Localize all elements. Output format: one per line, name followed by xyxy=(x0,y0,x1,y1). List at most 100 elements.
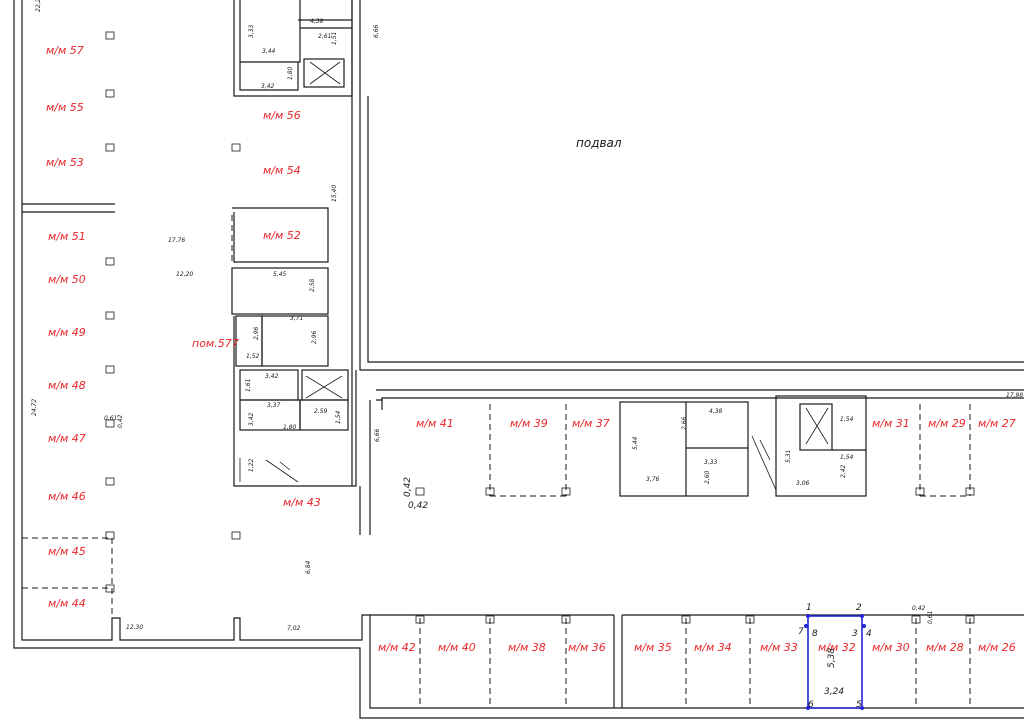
dimension-label: 0,42 xyxy=(408,501,428,511)
dimension-label: 0,42 xyxy=(403,477,413,497)
dimension-label: 1,80 xyxy=(287,66,294,80)
dimension-label: 3,71 xyxy=(290,315,303,322)
parking-space-label: м/м 31 xyxy=(872,417,910,430)
parking-space-label: м/м 28 xyxy=(926,641,964,654)
parking-space-label: м/м 45 xyxy=(48,545,86,558)
dimension-label: 5,31 xyxy=(785,450,792,463)
parking-space-label: м/м 37 xyxy=(572,417,610,430)
parking-space-label: м/м 47 xyxy=(48,432,86,445)
dimension-label: 2,96 xyxy=(311,330,318,344)
selection-point-label: 8 xyxy=(812,629,818,639)
walls-left-bays xyxy=(22,537,113,618)
parking-space-label: м/м 35 xyxy=(634,641,672,654)
parking-space-label: м/м 34 xyxy=(694,641,732,654)
parking-space-labels: м/м 57 м/м 55 м/м 53 м/м 56 м/м 54 м/м 51 м/м … xyxy=(46,44,1016,654)
walls-left-block xyxy=(13,0,1024,719)
dimension-label: 3,42 xyxy=(265,373,279,380)
dimension-label: 1,80 xyxy=(283,424,297,431)
dimension-label: 5,44 xyxy=(632,436,639,450)
basement-label: подвал xyxy=(576,136,622,150)
selection-point-label: 3 xyxy=(852,629,858,639)
dimension-label: 24,72 xyxy=(31,399,38,416)
walls-bottom-row xyxy=(370,614,1024,708)
parking-space-label: м/м 51 xyxy=(48,230,86,243)
parking-space-label: м/м 52 xyxy=(263,229,301,242)
parking-space-label: м/м 36 xyxy=(568,641,606,654)
dimension-label: 1,54 xyxy=(840,454,854,461)
dimension-label: 12,30 xyxy=(126,624,143,631)
parking-space-label: м/м 49 xyxy=(48,326,86,339)
dimension-label: 3,24 xyxy=(824,687,844,697)
walls-basement xyxy=(359,86,1024,410)
selection-point-label: 5 xyxy=(856,700,862,710)
walls-middle-row xyxy=(489,395,971,497)
parking-space-label: м/м 43 xyxy=(283,496,321,509)
parking-space-label: м/м 57 xyxy=(46,44,84,57)
parking-space-label: м/м 40 xyxy=(438,641,476,654)
selected-space-outline[interactable] xyxy=(804,614,866,710)
selection-point-label: 7 xyxy=(798,627,804,637)
dimension-label: 7,02 xyxy=(287,625,301,632)
dimension-label: 1,54 xyxy=(335,410,342,424)
dimension-label: 2,66 xyxy=(681,416,688,430)
parking-space-label: м/м 50 xyxy=(48,273,86,286)
parking-space-label: м/м 29 xyxy=(928,417,966,430)
dimension-label: 0,61 xyxy=(927,611,934,624)
dimension-label: 17,76 xyxy=(168,237,185,244)
dimension-label: 1,52 xyxy=(246,353,260,360)
dimension-label: 6,66 xyxy=(374,428,381,442)
dimension-label: 2,61 xyxy=(318,33,331,40)
dimension-label: 1,54 xyxy=(840,416,854,423)
dimension-label: 3,76 xyxy=(646,476,660,483)
parking-space-label: м/м 26 xyxy=(978,641,1016,654)
dimension-label: 1,61 xyxy=(245,379,252,392)
dimension-label: 3,33 xyxy=(248,24,255,38)
dimension-label: 6,66 xyxy=(373,24,380,38)
dimension-label: 17,98 xyxy=(1006,392,1023,399)
dimension-label: 4,38 xyxy=(310,18,324,25)
dimension-label: 0,42 xyxy=(912,605,926,612)
parking-space-label: м/м 56 xyxy=(263,109,301,122)
parking-space-label: м/м 32 xyxy=(818,641,856,654)
dimension-label: 4,38 xyxy=(709,408,723,415)
dimension-label: 3,42 xyxy=(248,412,255,426)
parking-space-label: м/м 30 xyxy=(872,641,910,654)
parking-space-label: м/м 55 xyxy=(46,101,84,114)
dimension-label: 2,60 xyxy=(704,470,711,484)
parking-space-label: м/м 38 xyxy=(508,641,546,654)
dimension-label: 2,42 xyxy=(840,464,847,478)
dimension-label: 22,2 xyxy=(35,0,42,12)
parking-space-label: м/м 41 xyxy=(416,417,454,430)
dimension-label: 3,33 xyxy=(704,459,718,466)
parking-space-label: м/м 44 xyxy=(48,597,86,610)
dimension-label: 15,40 xyxy=(331,185,338,202)
dimension-label: 0,42 xyxy=(117,414,124,428)
dimension-label: 2,58 xyxy=(309,278,316,292)
selection-point-label: 2 xyxy=(856,603,862,613)
dimension-label: 2,59 xyxy=(314,408,328,415)
dimension-label: 3,42 xyxy=(261,83,275,90)
dimension-label: 1,22 xyxy=(248,458,255,472)
parking-space-label: м/м 54 xyxy=(263,164,301,177)
selection-point-label: 1 xyxy=(806,603,812,613)
dimension-label: 2,96 xyxy=(253,326,260,340)
parking-space-label: м/м 42 xyxy=(378,641,416,654)
selection-point-label: 6 xyxy=(808,700,814,710)
dimension-label: 3,37 xyxy=(267,402,281,409)
parking-space-label: м/м 39 xyxy=(510,417,548,430)
parking-space-label: м/м 53 xyxy=(46,156,84,169)
dimension-label: 3,44 xyxy=(262,48,276,55)
parking-space-label: м/м 33 xyxy=(760,641,798,654)
dimension-label: 0,61 xyxy=(104,415,117,422)
dimension-label: 1,51 xyxy=(331,32,338,45)
selection-point-label: 4 xyxy=(866,629,872,639)
dimension-label: 3,06 xyxy=(796,480,810,487)
dimension-label: 5,45 xyxy=(273,271,287,278)
dimension-label: 5,38 xyxy=(827,648,837,668)
dimension-label: 12,20 xyxy=(176,271,193,278)
parking-space-label: м/м 27 xyxy=(978,417,1016,430)
room-label: пом.577 xyxy=(192,337,239,350)
